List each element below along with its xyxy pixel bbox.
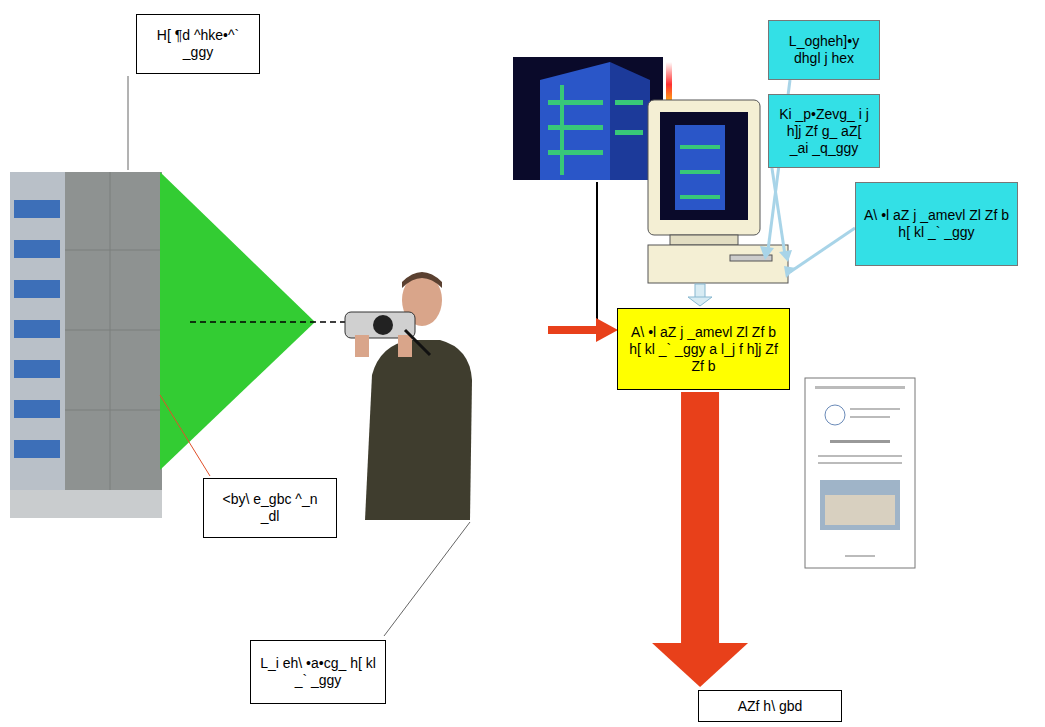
leader-line <box>384 522 470 636</box>
box-text: A\ •l aZ j _amevl Zl Zf b h[ kl _` _ggy … <box>626 324 781 375</box>
view-cone <box>160 172 315 470</box>
report-document <box>805 378 915 568</box>
label-box: L_i eh\ •a•cg_ h[ kl _` _ggy <box>250 640 386 704</box>
label-box: AZf h\ gbd <box>698 690 842 722</box>
leader-line <box>128 76 129 170</box>
label-box: A\ •l aZ j _amevl Zl Zf b h[ kl _` _ggy <box>855 182 1018 266</box>
box-text: L_ogheh]•y dhgl j hex <box>777 33 871 67</box>
label-box: Ki _p•Zevg_ i j h]j Zf g_ aZ[ _ai _q_ggy <box>768 94 880 168</box>
box-text: Ki _p•Zevg_ i j h]j Zf g_ aZ[ _ai _q_ggy <box>777 106 871 157</box>
input-arrowheads <box>760 246 796 278</box>
flow-arrow <box>652 392 748 687</box>
box-text: AZf h\ gbd <box>738 698 803 715</box>
operator-figure <box>345 272 472 520</box>
leader-line <box>160 395 210 476</box>
box-text: L_i eh\ •a•cg_ h[ kl _` _ggy <box>259 655 377 689</box>
label-box: <by\ e_gbc ^_n _dl <box>203 478 337 538</box>
box-text: A\ •l aZ j _amevl Zl Zf b h[ kl _` _ggy <box>864 207 1009 241</box>
sight-line <box>190 321 345 323</box>
building-photo <box>10 172 162 518</box>
label-box: A\ •l aZ j _amevl Zl Zf b h[ kl _` _ggy … <box>617 308 790 390</box>
label-box: L_ogheh]•y dhgl j hex <box>768 20 880 80</box>
computer-figure <box>648 100 788 283</box>
transfer-arrow <box>548 318 618 342</box>
image-link-line <box>596 182 598 322</box>
output-arrow <box>688 284 712 306</box>
box-text: <by\ e_gbc ^_n _dl <box>212 491 328 525</box>
box-text: H[ ¶d ^hke•^` _ggy <box>145 27 251 61</box>
label-box: H[ ¶d ^hke•^` _ggy <box>136 14 260 74</box>
